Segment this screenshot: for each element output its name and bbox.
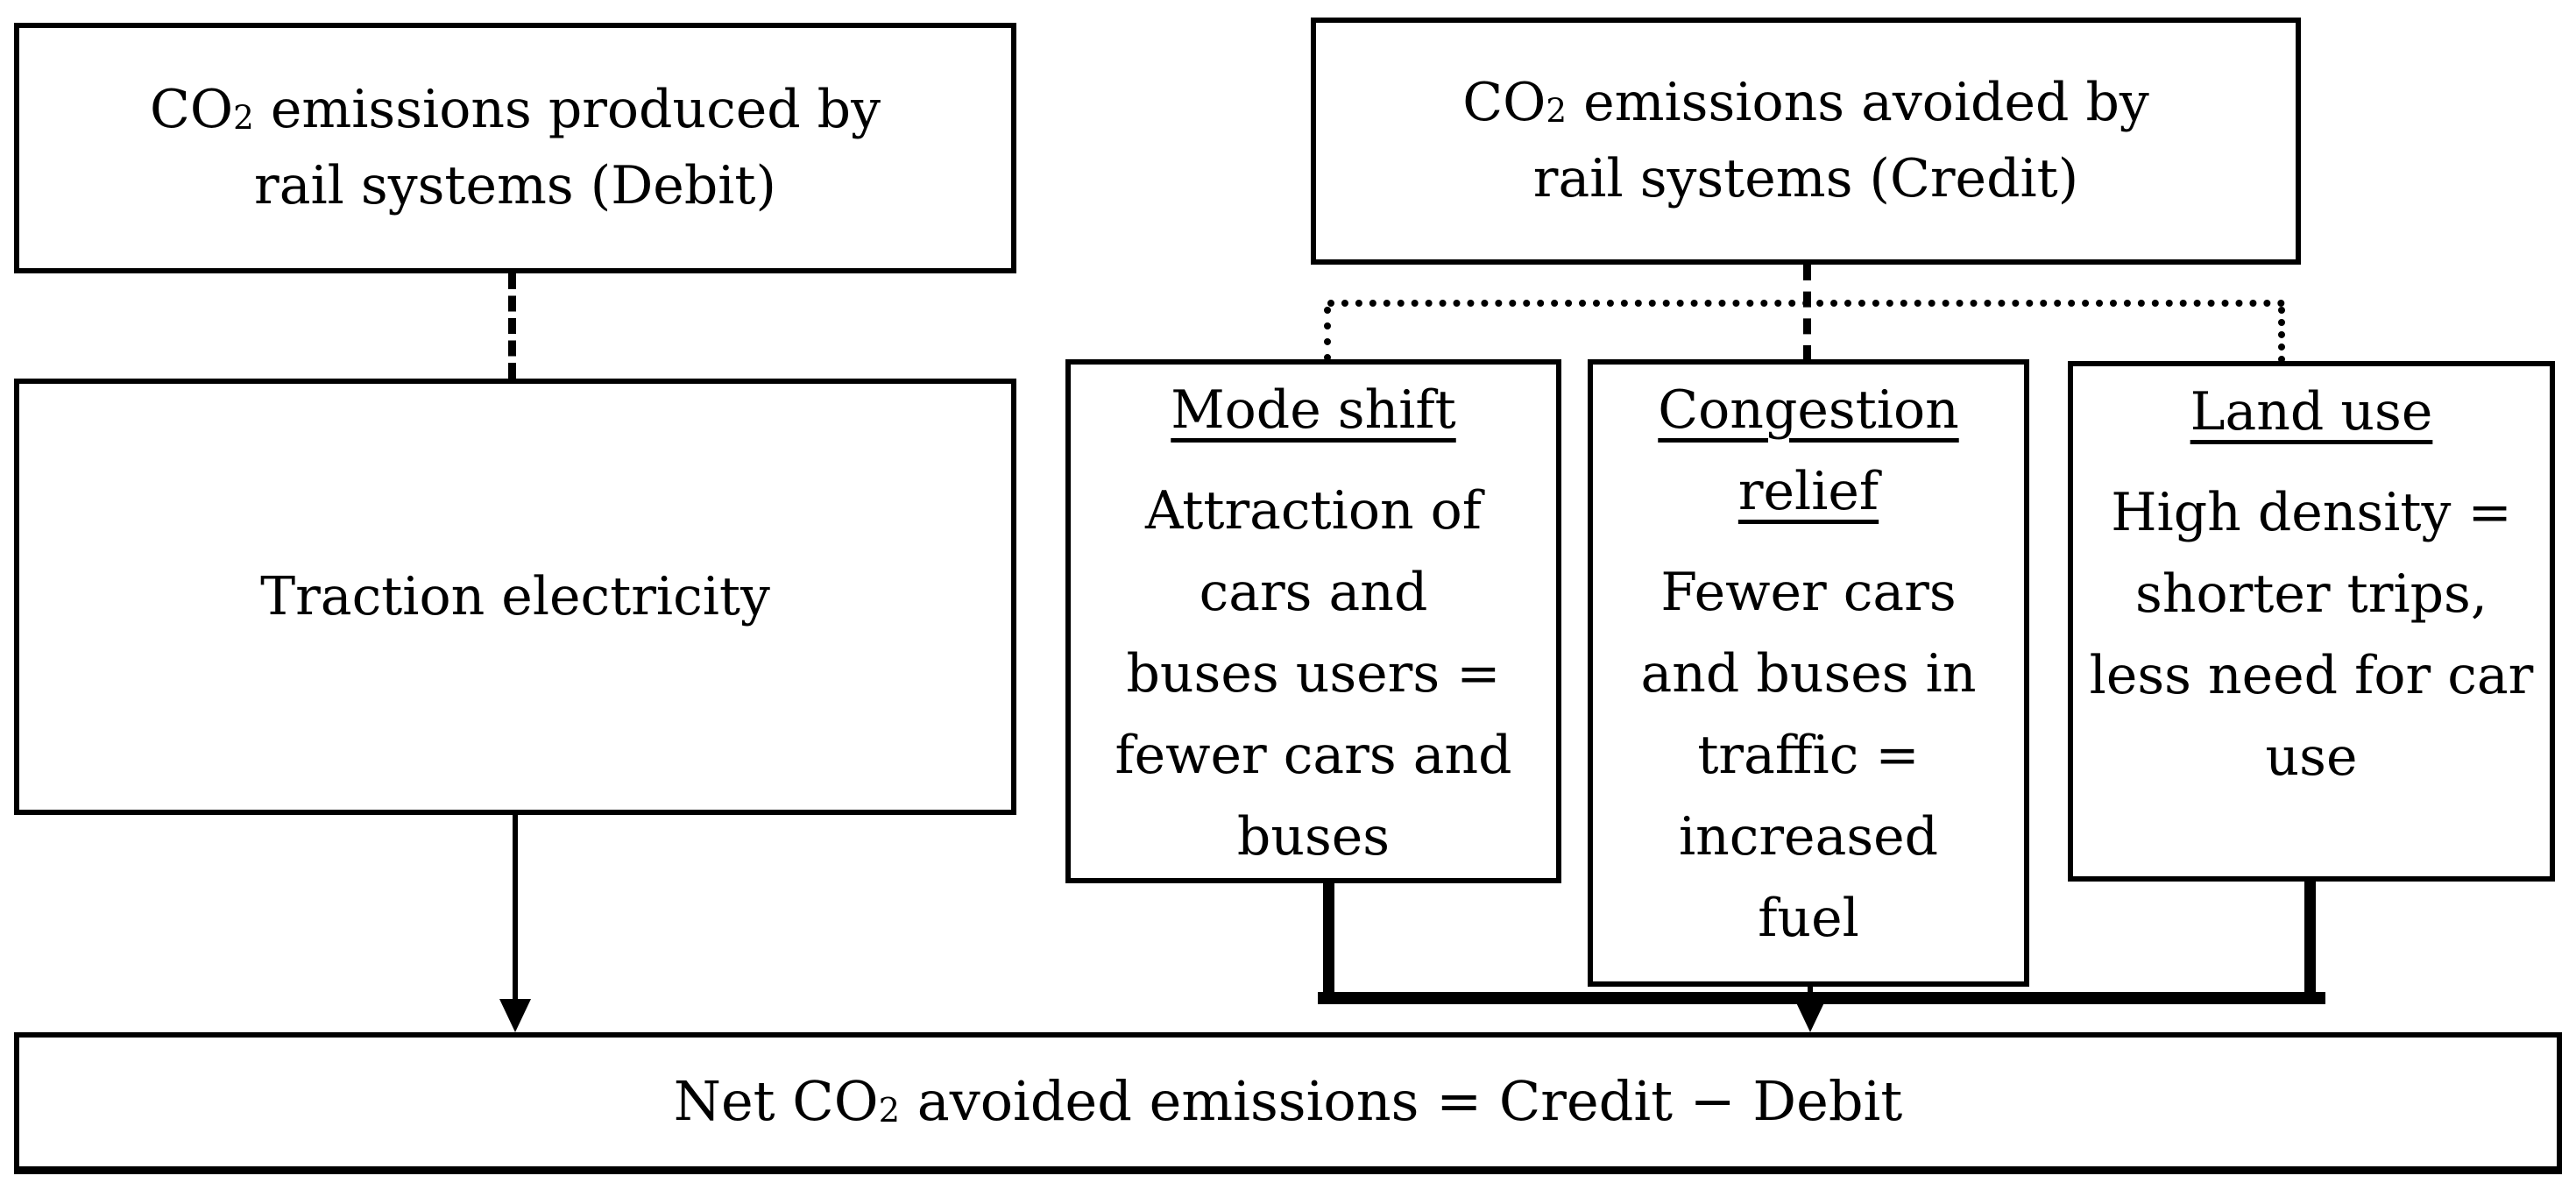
- merge-net-arrowhead: [1794, 999, 1826, 1032]
- debit-traction-dashed-connector: [508, 273, 516, 379]
- traction-net-arrowhead: [499, 999, 531, 1032]
- branch-drop-land-use: [2278, 307, 2285, 363]
- mode-shift-title: Mode shift: [1171, 379, 1456, 441]
- credit-merge-bar: [1318, 992, 2325, 1004]
- congestion-relief-title: Congestion relief: [1658, 379, 1959, 522]
- credit-box: CO2 emissions avoided by rail systems (C…: [1311, 18, 2301, 265]
- mode-shift-box: Mode shift Attraction of cars and buses …: [1065, 359, 1561, 883]
- mode-shift-body: Attraction of cars and buses users = few…: [1115, 480, 1512, 868]
- land-use-box: Land use High density = shorter trips, l…: [2068, 361, 2555, 882]
- credit-branch-dashed-connector: [1803, 265, 1811, 361]
- debit-box-text: CO2 emissions produced by rail systems (…: [149, 79, 881, 216]
- credit-branch-dotted-horizontal: [1327, 300, 2285, 307]
- land-use-title: Land use: [2190, 381, 2433, 443]
- net-emissions-text: Net CO2 avoided emissions = Credit − Deb…: [673, 1069, 1903, 1134]
- credit-box-text: CO2 emissions avoided by rail systems (C…: [1462, 72, 2149, 209]
- traction-net-arrow-line: [513, 815, 518, 1004]
- land-use-merge-line: [2304, 880, 2316, 1004]
- debit-box: CO2 emissions produced by rail systems (…: [14, 23, 1016, 273]
- land-use-body: High density = shorter trips, less need …: [2089, 482, 2534, 788]
- traction-electricity-text: Traction electricity: [260, 566, 770, 627]
- traction-electricity-box: Traction electricity: [14, 379, 1016, 815]
- congestion-net-arrow-line: [1808, 987, 1813, 1009]
- mode-shift-merge-line: [1323, 882, 1334, 1004]
- branch-drop-mode-shift: [1324, 307, 1331, 361]
- net-emissions-box: Net CO2 avoided emissions = Credit − Deb…: [14, 1032, 2562, 1174]
- congestion-relief-box: Congestion relief Fewer cars and buses i…: [1588, 359, 2029, 987]
- congestion-relief-body: Fewer cars and buses in traffic = increa…: [1640, 562, 1977, 949]
